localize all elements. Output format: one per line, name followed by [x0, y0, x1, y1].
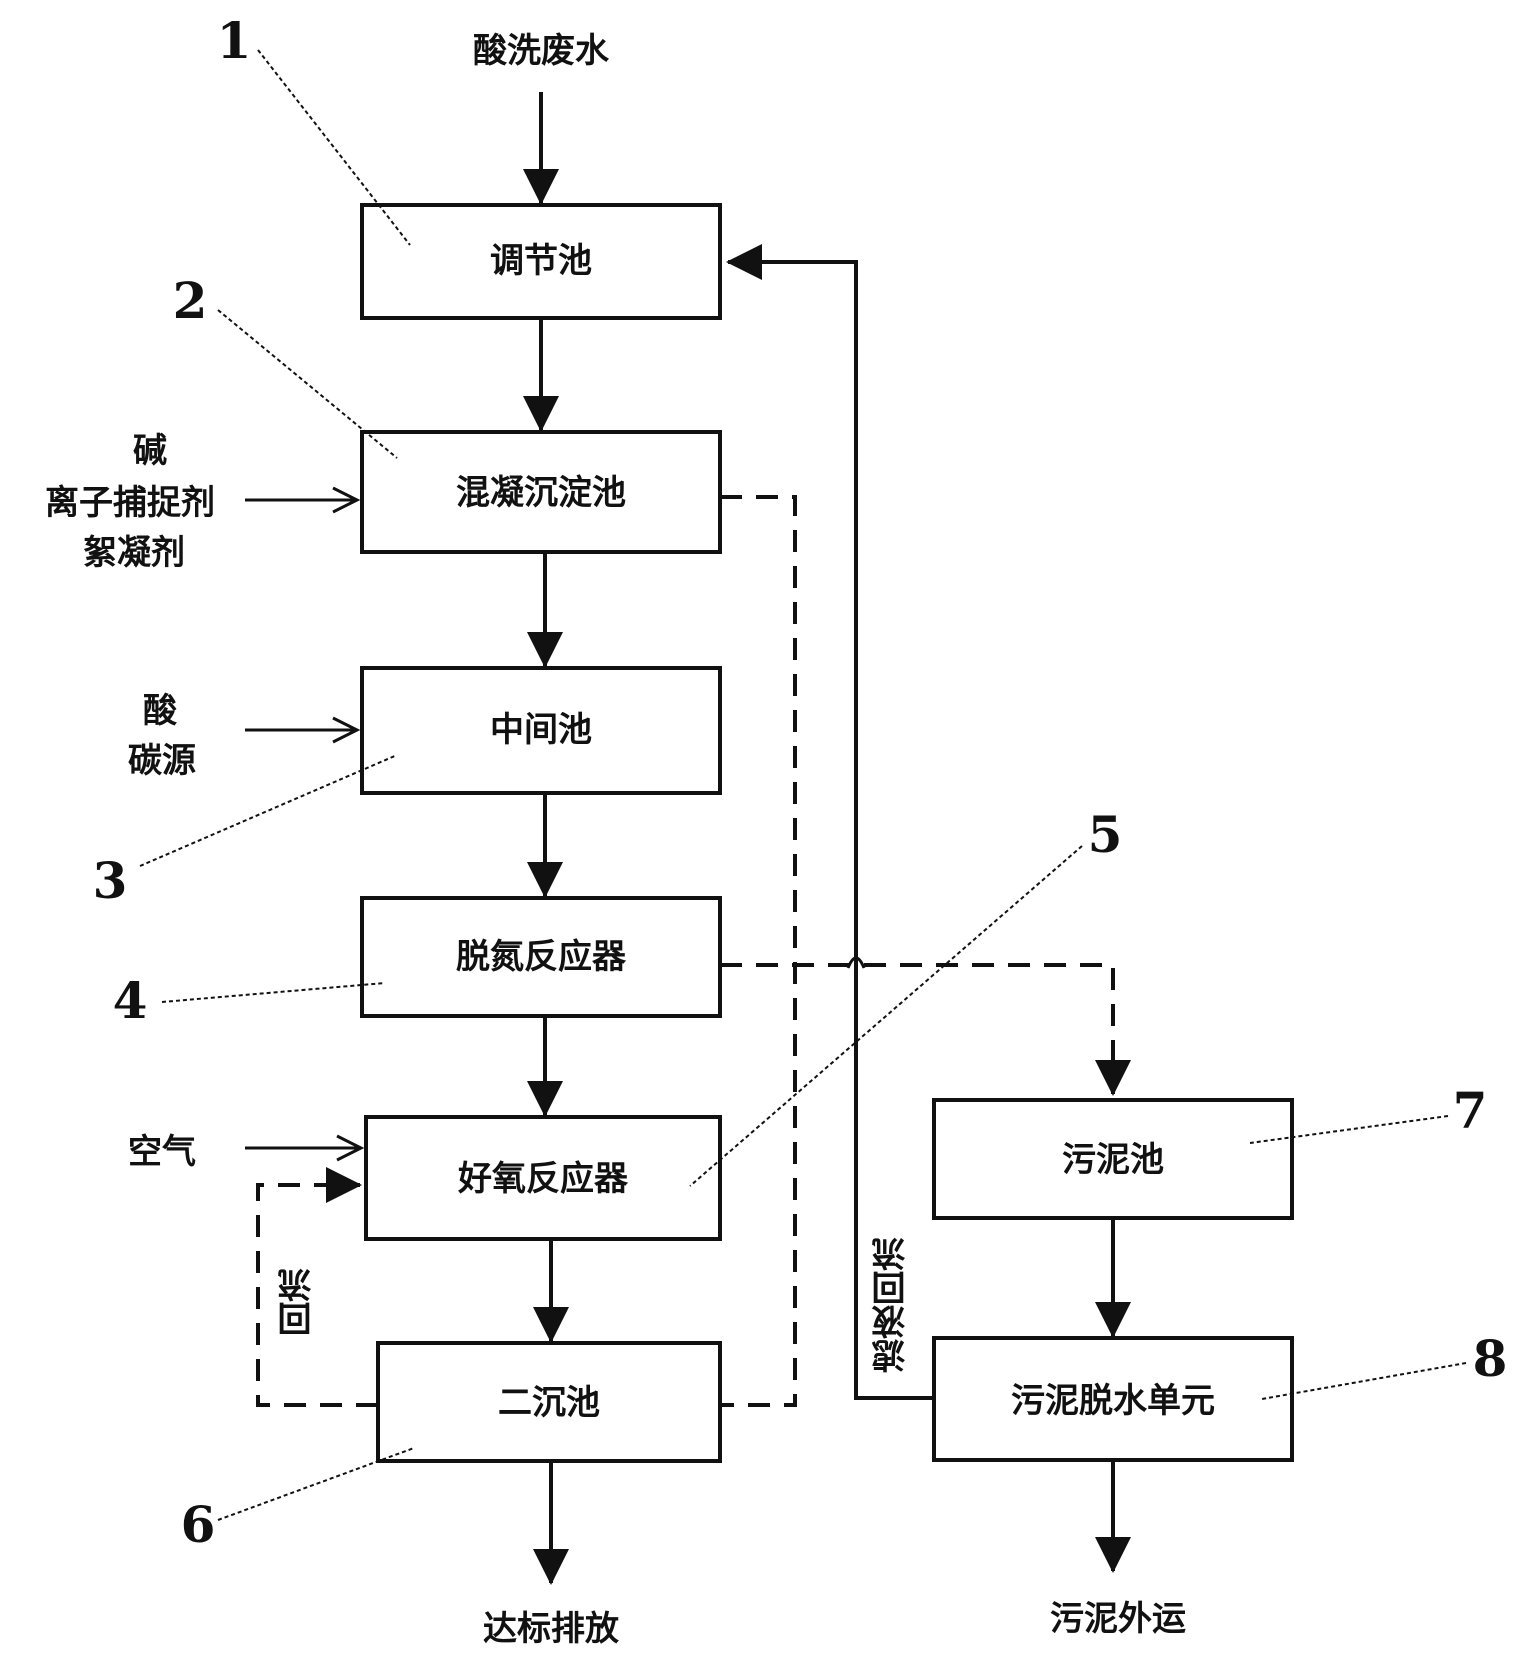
label-carbon-source: 碳源: [128, 741, 196, 781]
box-secondary-clarifier-label: 二沉池: [498, 1383, 600, 1423]
box-sludge-dewatering-unit: 污泥脱水单元: [932, 1336, 1294, 1462]
leader-6: [217, 1447, 415, 1521]
label-reflux: 回流: [278, 1268, 318, 1336]
leader-4: [161, 982, 386, 1003]
line-filtrate-reflux: [726, 244, 934, 1400]
box-secondary-clarifier: 二沉池: [376, 1341, 722, 1463]
dashed-reflux-loop: [256, 1167, 378, 1407]
label-number-6: 6: [181, 1495, 216, 1554]
box-regulating-tank: 调节池: [360, 203, 722, 320]
leader-5: [689, 845, 1083, 1187]
box-sludge-dewatering-unit-label: 污泥脱水单元: [1011, 1381, 1215, 1421]
leader-7: [1249, 1115, 1449, 1144]
label-number-7: 7: [1453, 1081, 1488, 1140]
box-denitrification-reactor-label: 脱氮反应器: [456, 937, 627, 977]
label-number-1: 1: [217, 11, 252, 70]
label-acid: 酸: [143, 691, 178, 731]
label-filtrate-reflux: 滤液回流: [872, 1237, 912, 1373]
label-acid-wastewater: 酸洗废水: [473, 31, 610, 71]
box-intermediate-tank-label: 中间池: [490, 710, 592, 750]
box-coagulation-sedimentation-tank-label: 混凝沉淀池: [456, 473, 626, 513]
label-number-2: 2: [173, 271, 208, 330]
label-flocculant: 絮凝剂: [83, 533, 185, 573]
box-aerobic-reactor: 好氧反应器: [364, 1115, 722, 1241]
leader-3: [139, 754, 398, 867]
box-sludge-tank: 污泥池: [932, 1098, 1294, 1220]
leader-2: [217, 309, 398, 459]
label-alkali: 碱: [133, 431, 167, 471]
label-number-3: 3: [93, 851, 128, 910]
box-coagulation-sedimentation-tank: 混凝沉淀池: [360, 430, 722, 554]
box-intermediate-tank: 中间池: [360, 666, 722, 795]
leader-1: [257, 49, 411, 246]
label-number-4: 4: [113, 971, 148, 1030]
label-air: 空气: [128, 1132, 196, 1172]
dashed-sludge-from-tank-2: [720, 495, 797, 1407]
box-aerobic-reactor-label: 好氧反应器: [457, 1159, 629, 1199]
label-number-8: 8: [1473, 1329, 1508, 1388]
dashed-sludge-to-sludge-tank: [720, 963, 1131, 1096]
label-sludge-transport: 污泥外运: [1050, 1599, 1186, 1639]
label-number-5: 5: [1088, 805, 1123, 864]
box-regulating-tank-label: 调节池: [490, 241, 592, 281]
label-compliant-discharge: 达标排放: [483, 1609, 619, 1649]
box-denitrification-reactor: 脱氮反应器: [360, 896, 722, 1018]
label-ion-capture-agent: 离子捕捉剂: [45, 483, 215, 523]
box-sludge-tank-label: 污泥池: [1062, 1140, 1164, 1180]
